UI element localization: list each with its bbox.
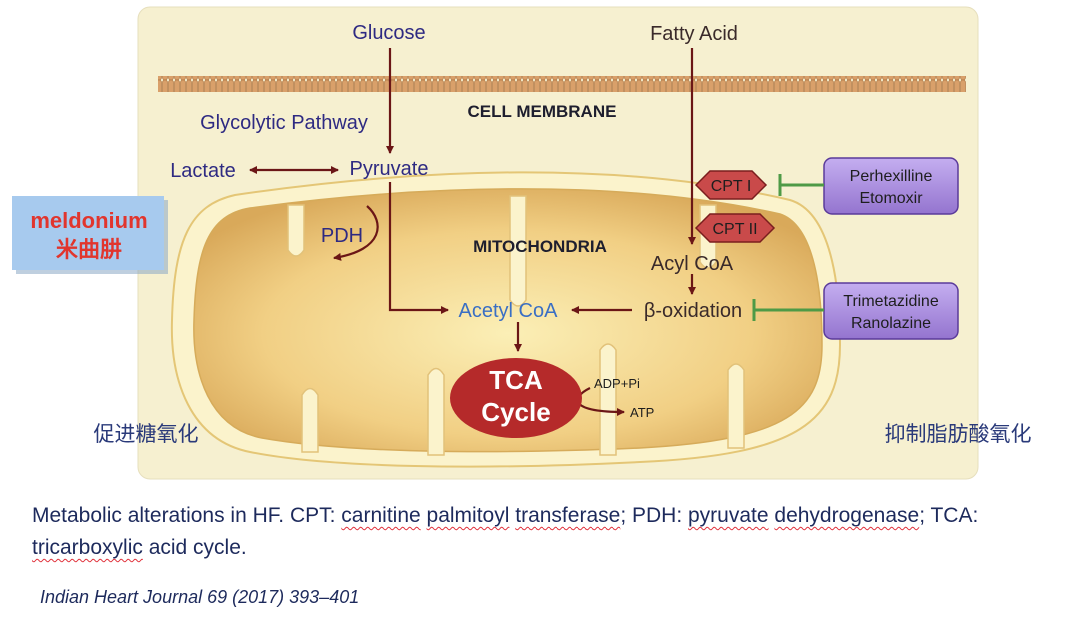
inhibitor1-line1: Perhexilline <box>850 168 933 185</box>
cell-membrane-label: CELL MEMBRANE <box>468 102 617 121</box>
pyruvate-label: Pyruvate <box>350 158 429 180</box>
inhibitor2-line1: Trimetazidine <box>843 293 939 310</box>
spellcheck-word: carnitine <box>341 504 421 527</box>
spellcheck-word: tricarboxylic <box>32 536 143 559</box>
adp-pi-label: ADP+Pi <box>594 376 640 391</box>
spellcheck-word: transferase <box>515 504 621 527</box>
meldonium-box <box>12 196 164 270</box>
beta-oxidation-label: β-oxidation <box>644 300 742 322</box>
pathway-arrows <box>249 48 696 416</box>
lactate-label: Lactate <box>170 160 236 182</box>
arrow-pdh <box>333 205 379 261</box>
tca-label-line1: TCA <box>489 365 543 395</box>
meldonium-label-cn: 米曲肼 <box>56 237 122 262</box>
cpt2-hexagon <box>694 213 776 243</box>
pdh-label: PDH <box>321 225 363 247</box>
meldonium-label-en: meldonium <box>30 208 147 233</box>
glucose-label: Glucose <box>352 22 425 44</box>
cell-membrane-band <box>158 76 966 92</box>
cpt1-label: CPT I <box>711 178 752 195</box>
atp-label: ATP <box>630 405 654 420</box>
cpt1-hexagon <box>694 170 768 200</box>
cristae <box>287 195 745 456</box>
figure-caption: Metabolic alterations in HF. CPT: carnit… <box>32 504 979 559</box>
inhibit-fatty-acid-oxidation-label: 抑制脂肪酸氧化 <box>885 423 1032 446</box>
acetyl-coa-label: Acetyl CoA <box>459 300 559 322</box>
spellcheck-word: pyruvate <box>688 504 769 527</box>
mitochondria-label: MITOCHONDRIA <box>473 237 607 256</box>
inhibitor1-line2: Etomoxir <box>859 190 923 207</box>
promote-glucose-oxidation-label: 促进糖氧化 <box>94 423 199 446</box>
tca-cycle-ellipse <box>450 358 582 438</box>
citation: Indian Heart Journal 69 (2017) 393–401 <box>40 587 360 607</box>
glycolytic-pathway-label: Glycolytic Pathway <box>200 112 368 134</box>
acyl-coa-label: Acyl CoA <box>651 253 734 275</box>
cpt2-label: CPT II <box>712 221 757 238</box>
spellcheck-word: dehydrogenase <box>774 504 920 527</box>
arrow-pyruvate-acetylcoa <box>388 182 449 314</box>
spellcheck-word: palmitoyl <box>426 504 510 527</box>
fatty-acid-label: Fatty Acid <box>650 23 738 45</box>
tca-label-line2: Cycle <box>481 397 550 427</box>
inhibition-lines <box>752 174 824 321</box>
inhibitor2-line2: Ranolazine <box>851 315 931 332</box>
